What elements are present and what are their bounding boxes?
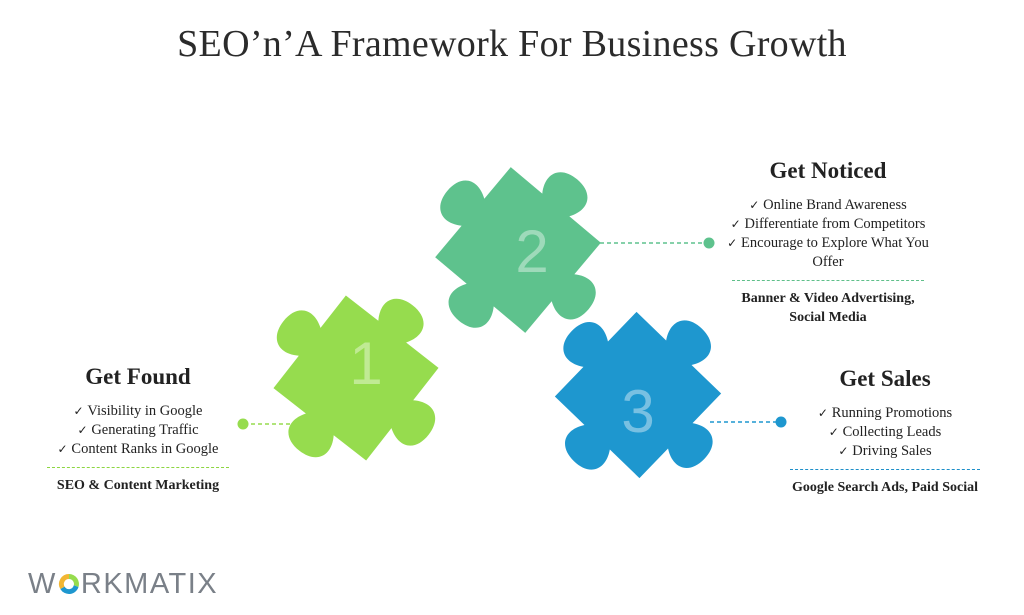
piece-number-1: 1 [349,330,382,397]
list-item: Encourage to Explore What You Offer [724,234,932,272]
stage-heading: Get Sales [839,366,931,391]
page-title: SEO’n’A Framework For Business Growth [177,23,847,65]
stage-benefits-list: Online Brand Awareness Differentiate fro… [724,196,932,272]
dashed-divider [790,469,980,470]
connector-dot-1 [237,418,249,430]
stage-heading: Get Noticed [769,158,887,183]
stage-channels: SEO & Content Marketing [56,478,220,493]
stage-get-noticed: Get Noticed Online Brand Awareness Diffe… [724,158,932,327]
list-item: Running Promotions [778,404,992,423]
stage-heading: Get Found [85,364,191,389]
stage-benefits-list: Running Promotions Collecting Leads Driv… [778,404,992,461]
stage-benefits-list: Visibility in Google Generating Traffic … [40,402,236,459]
dashed-divider [47,467,229,468]
list-item: Driving Sales [778,442,992,461]
piece-number-2: 2 [515,218,548,285]
dashed-divider [732,280,924,281]
stage-channels: Banner & Video Advertising, Social Media [741,291,915,325]
piece-number-3: 3 [621,378,654,445]
stage-get-found: Get Found Visibility in Google Generatin… [40,364,236,495]
list-item: Differentiate from Competitors [724,215,932,234]
list-item: Visibility in Google [40,402,236,421]
stage-channels: Google Search Ads, Paid Social [791,480,979,495]
list-item: Generating Traffic [40,421,236,440]
workmatix-logo: W RKMATIX [28,568,218,601]
logo-ring-icon [58,573,79,595]
stage-get-sales: Get Sales Running Promotions Collecting … [778,366,992,497]
list-item: Online Brand Awareness [724,196,932,215]
list-item: Content Ranks in Google [40,440,236,459]
connector-dot-2 [703,237,715,249]
logo-text-start: W [28,568,57,600]
logo-text-end: RKMATIX [80,568,219,600]
list-item: Collecting Leads [778,423,992,442]
